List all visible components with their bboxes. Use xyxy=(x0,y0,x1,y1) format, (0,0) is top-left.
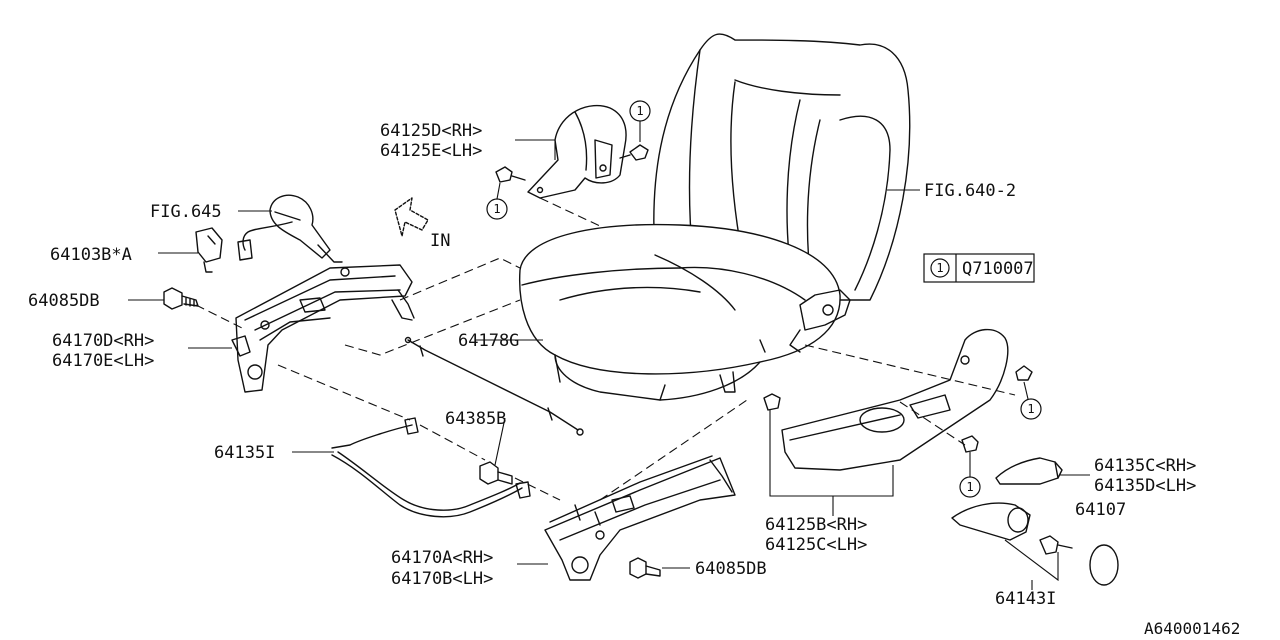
label-64385b: 64385B xyxy=(445,409,506,429)
label-64107: 64107 xyxy=(1075,500,1126,520)
label-64125e: 64125E<LH> xyxy=(380,141,482,161)
callout-1-right-a: 1 xyxy=(1020,381,1042,420)
callout-1-top: 1 xyxy=(629,100,651,142)
label-64135d: 64135D<LH> xyxy=(1094,476,1196,496)
label-64135c: 64135C<RH> xyxy=(1094,456,1196,476)
belt-buckle xyxy=(237,194,343,263)
screw-right-top xyxy=(1015,365,1033,381)
label-fig640-2: FIG.640-2 xyxy=(924,181,1016,201)
label-64170b: 64170B<LH> xyxy=(391,569,493,589)
label-64085db-left: 64085DB xyxy=(28,291,100,311)
label-64085db-right: 64085DB xyxy=(695,559,767,579)
assembly-lines xyxy=(195,197,1016,501)
screw-right-mid xyxy=(961,435,979,453)
label-64170e: 64170E<LH> xyxy=(52,351,154,371)
label-64103b: 64103B*A xyxy=(50,245,132,265)
label-64125b: 64125B<RH> xyxy=(765,515,867,535)
svg-text:1: 1 xyxy=(493,202,500,216)
legend-code: Q710007 xyxy=(962,259,1034,279)
side-cover-upper xyxy=(527,104,627,199)
label-64125c: 64125C<LH> xyxy=(765,535,867,555)
side-cover-lower xyxy=(781,328,1009,471)
label-64178g: 64178G xyxy=(458,331,519,351)
knob-64143i xyxy=(951,502,1073,555)
seat-rail-left xyxy=(231,264,415,393)
diagram-code: A640001462 xyxy=(1144,619,1240,638)
screw-center xyxy=(763,393,781,411)
label-64135i: 64135I xyxy=(214,443,275,463)
label-64170d: 64170D<RH> xyxy=(52,331,154,351)
label-64125d: 64125D<RH> xyxy=(380,121,482,141)
legend-number: 1 xyxy=(936,261,943,275)
seat-rail-right xyxy=(544,455,736,581)
direction-arrow: IN xyxy=(394,197,450,251)
towel-bar xyxy=(331,417,531,518)
sensor-clip-64103b xyxy=(195,227,223,273)
label-64170a: 64170A<RH> xyxy=(391,548,493,568)
cap-64107 xyxy=(1089,544,1119,586)
svg-text:1: 1 xyxy=(1027,402,1034,416)
in-arrow-label: IN xyxy=(430,231,450,251)
callout-1-left: 1 xyxy=(486,182,508,220)
leader-lines xyxy=(128,139,1090,590)
label-fig645: FIG.645 xyxy=(150,202,222,222)
bolt-top-left xyxy=(495,166,526,183)
release-cable xyxy=(404,336,584,436)
seat-assembly xyxy=(518,33,911,401)
bolt-64085db-right xyxy=(629,557,661,579)
bolt-top-right xyxy=(619,144,649,161)
legend-box: 1 Q710007 xyxy=(923,253,1035,283)
bolt-64085db-left xyxy=(163,287,199,310)
callout-1-right-b: 1 xyxy=(959,452,981,498)
svg-text:1: 1 xyxy=(636,104,643,118)
bolt-64385b xyxy=(479,461,513,485)
label-64143i: 64143I xyxy=(995,589,1056,609)
svg-text:1: 1 xyxy=(966,480,973,494)
lever-64135c xyxy=(995,457,1063,485)
